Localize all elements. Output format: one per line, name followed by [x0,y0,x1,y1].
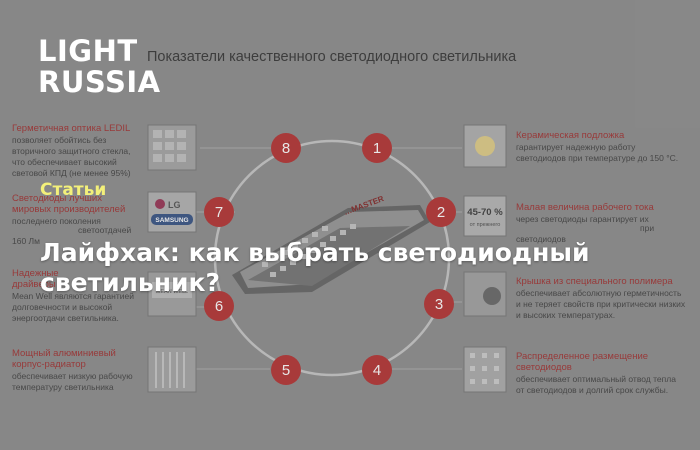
item-desc: Mean Well являются гарантией [12,291,134,301]
lg-logo: LG [168,200,181,210]
item-title: Распределенное размещение [516,351,648,362]
samsung-logo: SAMSUNG [155,217,188,224]
item-desc: обеспечивает абсолютную герметичность [516,288,682,298]
marker-circle [362,355,392,385]
infographic-heading: Показатели качественного светодиодного с… [147,49,517,65]
marker-number: 3 [435,296,443,313]
marker-number: 1 [373,140,381,157]
left-thumbnails: LG SAMSUNG MEAN WELL [147,124,197,393]
item-title: Мощный алюминиевый [12,348,116,359]
item-title: мировых производителей [12,204,125,215]
item-title: Надежные [12,268,59,279]
item-title: Керамическая подложка [516,130,625,141]
category-link[interactable]: Статьи [40,180,107,200]
item-desc: обеспечивает низкую рабочую [12,371,133,381]
item-desc: обеспечивает оптимальный отвод тепла [516,374,676,384]
brands-thumbnail [147,191,197,233]
marker-circle [426,197,456,227]
marker-circle [271,355,301,385]
item-title: Крышка из специального полимера [516,276,673,287]
item-desc: вторичного защитного стекла, [12,146,131,156]
item-desc: что обеспечивает высокий [12,157,117,167]
marker-number: 4 [373,362,381,379]
item-desc: позволяет обойтись без [12,135,106,145]
right-descriptions: Керамическая подложка гарантирует надежн… [516,130,686,395]
marker-number: 5 [282,362,290,379]
left-descriptions: Герметичная оптика LEDIL позволяет обойт… [12,123,134,392]
marker-circle [362,133,392,163]
item-desc: температуру светильника [12,382,114,392]
item-desc: энергоотдачи светильника. [12,313,119,323]
marker-number: 6 [215,298,223,315]
right-thumbnails: 45-70 % от прежнего [463,124,507,393]
item-desc: долговечности и высокой [12,302,112,312]
percent-label: 45-70 % [467,207,503,218]
item-title: Малая величина рабочего тока [516,202,654,213]
marker-number: 2 [437,204,445,221]
item-desc: и не теряет свойств при критически низки… [516,299,686,309]
item-desc: через светодиоды гарантирует их [516,214,649,224]
marker-number: 8 [282,140,290,157]
item-desc: светодиодов при температуре до 150 °С. [516,153,678,163]
item-desc: последнего поколения [12,216,101,226]
marker-circle [204,197,234,227]
meanwell-logo: MEAN WELL [156,289,188,295]
marker-circle [204,291,234,321]
item-desc: и высоких температурах. [516,310,615,320]
item-title: светодиодов [516,362,572,373]
item-title: Герметичная оптика LEDIL [12,123,130,134]
article-title[interactable]: Лайфхак: как выбрать светодиодный светил… [40,237,590,297]
numbered-markers: 1 2 3 4 5 6 7 8 [204,133,456,385]
marker-circle [424,289,454,319]
marker-number: 7 [215,204,223,221]
item-desc: светодиодов [516,234,566,244]
logo-line-light: LIGHT [38,34,138,68]
logo-line-russia: RUSSIA [38,65,161,99]
item-desc: от светодиодов и долгий срок службы. [516,385,668,395]
current-thumbnail [463,195,507,237]
item-desc: при [640,223,654,233]
percent-caption: от прежнего [470,222,501,228]
item-desc: 160 Лм [12,236,40,246]
marker-circle [271,133,301,163]
item-desc: светоотдачей [78,225,131,235]
item-title: драйверы [12,279,56,290]
item-desc: гарантирует надежную работу [516,142,636,152]
infographic-ring [213,139,451,377]
site-logo[interactable]: LIGHT RUSSIA [38,36,161,98]
item-title: Светодиоды лучших [12,193,102,204]
item-title: корпус-радиатор [12,359,86,370]
item-desc: световой КПД (не менее 95%) [12,168,131,178]
